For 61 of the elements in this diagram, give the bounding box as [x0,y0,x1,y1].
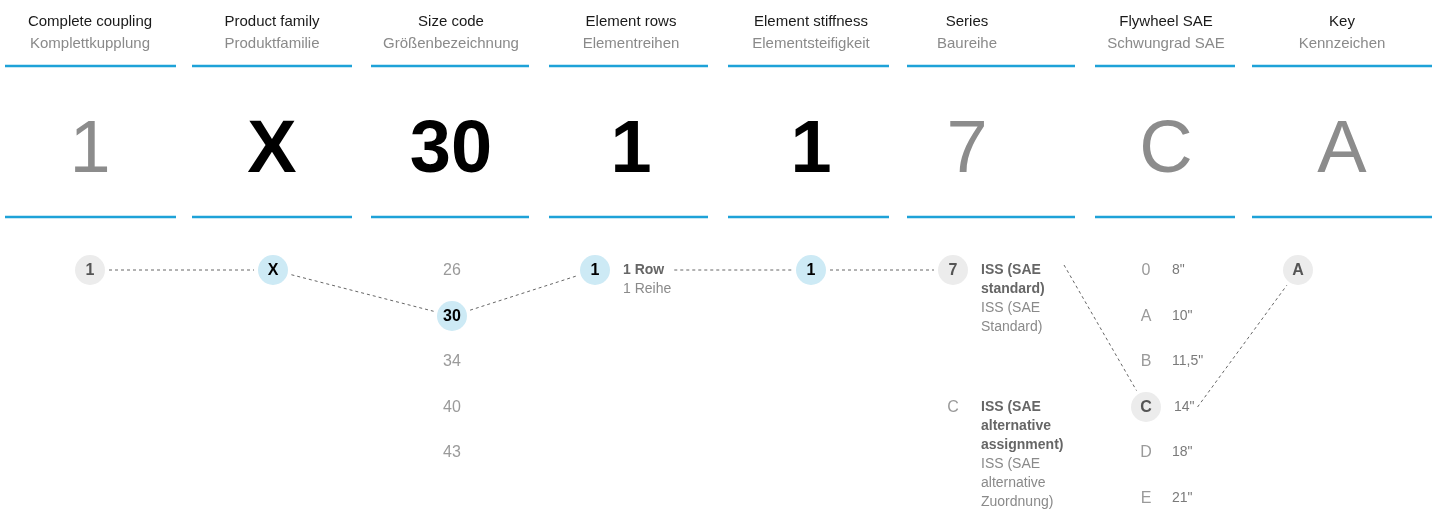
option-translation: ISS (SAE Standard) [981,298,1044,336]
flywheel-size: 21" [1172,489,1193,505]
size-option: 40 [443,398,461,416]
dotted-connector [1197,284,1288,408]
column-heading: Element stiffness [754,11,868,29]
flywheel-option: D [1140,443,1152,461]
code-character: X [247,110,297,184]
dotted-connector [290,274,435,312]
code-character: 1 [790,110,832,184]
code-circle: 1 [75,255,105,285]
dotted-connector [108,269,255,271]
dotted-connector [829,269,935,271]
code-character: A [1317,110,1367,184]
flywheel-size: 18" [1172,443,1193,459]
code-character: 1 [69,110,111,184]
column-heading: Series [945,11,989,29]
column-subheading: Schwungrad SAE [1107,33,1225,51]
column-heading: Size code [418,11,484,29]
column-subheading: Kennzeichen [1298,33,1386,51]
flywheel-size: 11,5" [1172,352,1204,368]
code-circle: C [1131,392,1161,422]
column-subheading: Produktfamilie [224,33,320,51]
flywheel-option: B [1140,352,1152,370]
code-circle: 1 [796,255,826,285]
dotted-connector [1063,264,1137,392]
size-option: 26 [443,261,461,279]
column-heading: Key [1329,11,1355,29]
column-subheading: Elementsteifigkeit [752,33,870,51]
code-character: 30 [409,110,493,184]
code-circle: 30 [437,301,467,331]
column-subheading: Komplettkupplung [29,33,151,51]
dotted-connector [469,275,578,311]
option-description: ISS (SAE standard) [981,260,1046,298]
column-heading: Flywheel SAE [1119,11,1213,29]
flywheel-option: A [1140,307,1152,325]
code-circle: 7 [938,255,968,285]
option-translation: 1 Reihe [623,279,672,298]
series-description: ISS (SAE alternative assignment) [981,397,1065,454]
code-circle: 1 [580,255,610,285]
flywheel-option: E [1140,489,1152,507]
code-circle: A [1283,255,1313,285]
series-description: ISS (SAE alternative Zuordnung) [981,454,1055,511]
code-character: C [1139,110,1193,184]
series-option: C [947,398,959,416]
size-option: 34 [443,352,461,370]
flywheel-size: 10" [1172,307,1193,323]
flywheel-size: 14" [1174,397,1195,416]
code-character: 7 [946,110,988,184]
size-option: 43 [443,443,461,461]
flywheel-size: 8" [1172,261,1185,277]
code-character: 1 [610,110,652,184]
column-heading: Product family [224,11,320,29]
column-subheading: Größenbezeichnung [383,33,519,51]
column-subheading: Elementreihen [582,33,680,51]
dotted-connector [673,269,793,271]
code-circle: X [258,255,288,285]
column-subheading: Baureihe [937,33,997,51]
column-heading: Element rows [585,11,677,29]
option-description: 1 Row [623,260,666,279]
flywheel-option: 0 [1141,261,1151,279]
column-heading: Complete coupling [27,11,153,29]
